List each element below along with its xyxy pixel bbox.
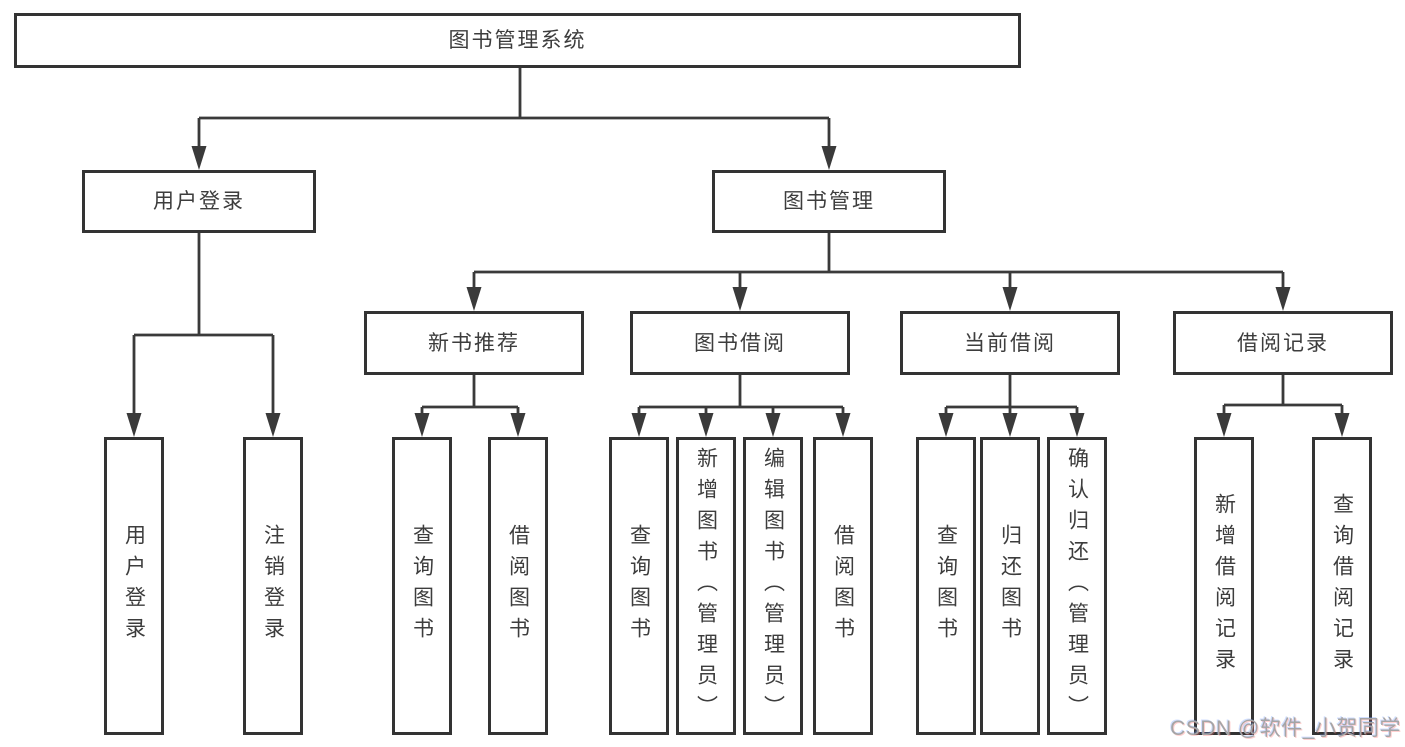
node-current-borrowing: 当前借阅 — [900, 311, 1120, 375]
leaf-query-borrow-record: 查询借阅记录 — [1312, 437, 1372, 735]
leaf-query-books-borrow: 查询图书 — [609, 437, 669, 735]
leaf-borrow-books-borrow: 借阅图书 — [813, 437, 873, 735]
arrow-icon — [126, 413, 142, 437]
node-borrowing-records: 借阅记录 — [1173, 311, 1393, 375]
leaf-query-books-recommend: 查询图书 — [392, 437, 452, 735]
arrow-icon — [938, 413, 954, 437]
arrow-icon — [765, 413, 781, 437]
node-root-system: 图书管理系统 — [14, 13, 1021, 68]
arrow-icon — [414, 413, 430, 437]
edge-user-login-to-leaves — [132, 233, 275, 416]
arrow-icon — [698, 413, 714, 437]
edge-root-to-level2 — [197, 68, 831, 150]
leaf-add-book-admin: 新增图书（管理员） — [676, 437, 736, 735]
arrow-icon — [191, 146, 207, 170]
leaf-edit-book-admin: 编辑图书（管理员） — [743, 437, 803, 735]
arrow-icon — [821, 146, 837, 170]
leaf-logout-login: 注销登录 — [243, 437, 303, 735]
arrow-icon — [1275, 287, 1291, 311]
arrow-icon — [631, 413, 647, 437]
csdn-watermark: CSDN @软件_小贺同学 — [1170, 717, 1401, 740]
arrow-icon — [732, 287, 748, 311]
arrow-icon — [1334, 413, 1350, 437]
leaf-borrow-books-recommend: 借阅图书 — [488, 437, 548, 735]
node-book-management: 图书管理 — [712, 170, 946, 233]
arrow-icon — [1069, 413, 1085, 437]
arrowheads — [126, 146, 1350, 437]
arrow-icon — [466, 287, 482, 311]
arrow-icon — [510, 413, 526, 437]
leaf-query-books-current: 查询图书 — [916, 437, 976, 735]
arrow-icon — [1002, 413, 1018, 437]
arrow-icon — [835, 413, 851, 437]
leaf-add-borrow-record: 新增借阅记录 — [1194, 437, 1254, 735]
arrow-icon — [1002, 287, 1018, 311]
edge-borrowing-records-to-leaves — [1222, 375, 1344, 416]
leaf-user-login: 用户登录 — [104, 437, 164, 735]
edge-book-management-to-level3 — [472, 233, 1285, 291]
node-user-login: 用户登录 — [82, 170, 316, 233]
leaf-return-books: 归还图书 — [980, 437, 1040, 735]
leaf-confirm-return-admin: 确认归还（管理员） — [1047, 437, 1107, 735]
node-book-borrowing: 图书借阅 — [630, 311, 850, 375]
edge-current-borrowing-to-leaves — [944, 375, 1079, 416]
edge-new-book-recommendation-to-leaves — [420, 375, 520, 416]
arrow-icon — [265, 413, 281, 437]
edge-book-borrowing-to-leaves — [637, 375, 845, 416]
arrow-icon — [1216, 413, 1232, 437]
node-new-book-recommendation: 新书推荐 — [364, 311, 584, 375]
